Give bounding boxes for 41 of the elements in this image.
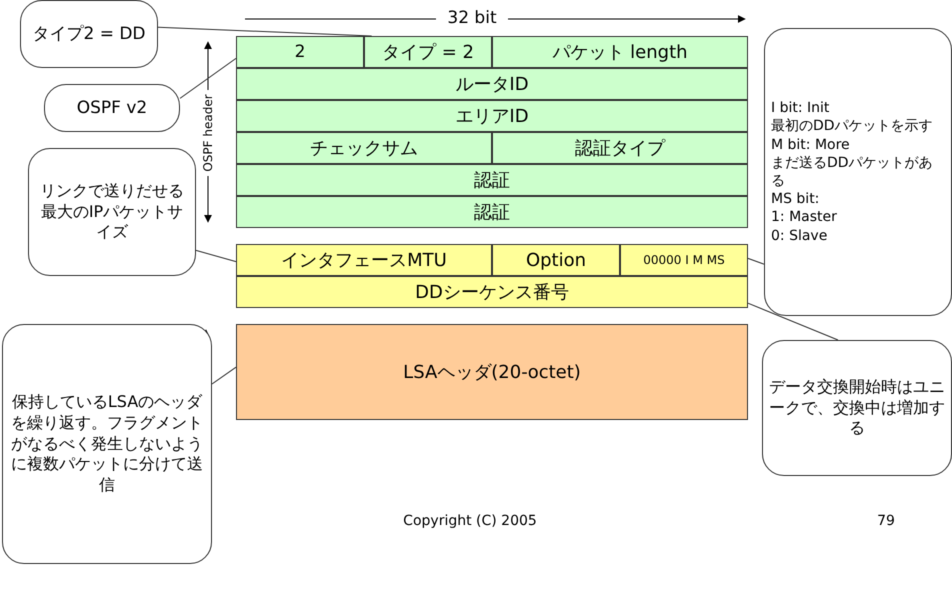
packet-field: 認証: [236, 196, 748, 228]
packet-field: LSAヘッダ(20-octet): [236, 324, 748, 420]
packet-field: タイプ = 2: [364, 36, 492, 68]
leader-line: [212, 366, 236, 384]
callout-text: 最初のDDパケットを示す: [771, 117, 933, 136]
callout-text: タイプ2 = DD: [32, 22, 146, 46]
callout-text: M bit: More: [771, 136, 850, 154]
callout-text: データ交換開始時はユニークで、交換中は増加する: [769, 376, 945, 440]
callout-text: 0: Slave: [771, 226, 828, 245]
leader-line: [748, 258, 764, 265]
callout-text: I bit: Init: [771, 99, 830, 118]
callout-text: MS bit:: [771, 190, 820, 208]
callout-bubble: [28, 148, 196, 276]
packet-field: DDシーケンス番号: [236, 276, 748, 308]
page-number: 79: [876, 513, 896, 529]
packet-field: 認証タイプ: [492, 132, 748, 164]
packet-field: エリアID: [236, 100, 748, 132]
packet-field: パケット length: [492, 36, 748, 68]
leader-line: [748, 302, 838, 340]
callout-text: リンクで送りだせる最大のIPパケットサイズ: [39, 180, 185, 244]
packet-field: インタフェースMTU: [236, 244, 492, 276]
callout-bubble: [764, 28, 952, 316]
callout-bubble: [2, 324, 212, 564]
callout-text: 保持しているLSAのヘッダを繰り返す。フラグメントがなるべく発生しないように複数パケットに分けて送信: [10, 392, 204, 496]
callout-text: まだ送るDDパケットがある: [771, 154, 934, 190]
packet-field: Option: [492, 244, 620, 276]
packet-field: チェックサム: [236, 132, 492, 164]
dimension-label: OSPF header: [201, 93, 215, 174]
packet-field: 認証: [236, 164, 748, 196]
callout-bubble: [762, 340, 952, 476]
callout-bubble: [20, 0, 158, 68]
leader-line: [196, 250, 236, 262]
copyright-note: Copyright (C) 2005: [402, 513, 538, 529]
callout-text: 1: Master: [771, 208, 837, 227]
leader-line: [180, 58, 236, 99]
leader-line: [158, 26, 372, 36]
packet-field: ルータID: [236, 68, 748, 100]
packet-field: 00000 I M MS: [620, 244, 748, 276]
callout-bubble: [44, 84, 180, 132]
callout-text: OSPF v2: [76, 96, 148, 120]
packet-field: 2: [236, 36, 364, 68]
